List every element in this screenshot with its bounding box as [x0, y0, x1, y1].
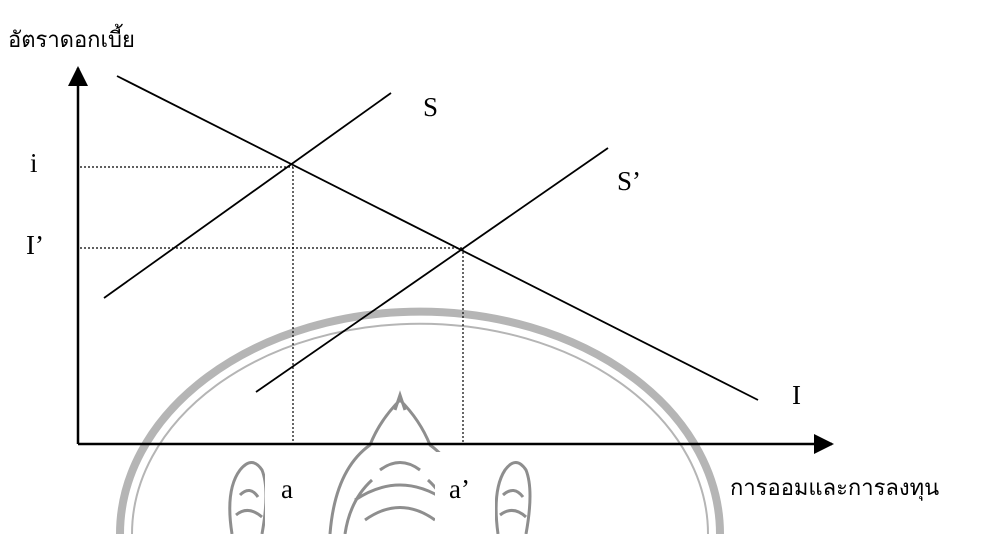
curve-label-i: I	[792, 380, 801, 410]
label-backdrop-a-prime	[435, 452, 495, 534]
y-axis-label: อัตราดอกเบี้ย	[8, 28, 135, 53]
guide-lines	[80, 166, 464, 443]
seal-left-figure	[228, 461, 268, 535]
curve-label-s-prime: S’	[617, 166, 642, 196]
seal-right-figure	[494, 461, 532, 535]
rate-label-i-prime: I’	[26, 230, 44, 260]
quantity-label-a: a	[281, 474, 293, 504]
saving-curve-s	[103, 92, 392, 299]
curve-label-s: S	[423, 92, 439, 122]
quantity-label-a-prime: a’	[449, 474, 470, 504]
seal-inner-ring	[131, 322, 709, 535]
investment-curve-i	[116, 75, 759, 401]
label-backdrop-a	[265, 452, 317, 534]
seal-outer-ring	[116, 307, 724, 535]
seal-watermark	[116, 307, 724, 535]
saving-curve-s-prime	[255, 147, 609, 393]
x-axis-label: การออมและการลงทุน	[730, 476, 940, 501]
rate-label-i: i	[30, 148, 38, 178]
